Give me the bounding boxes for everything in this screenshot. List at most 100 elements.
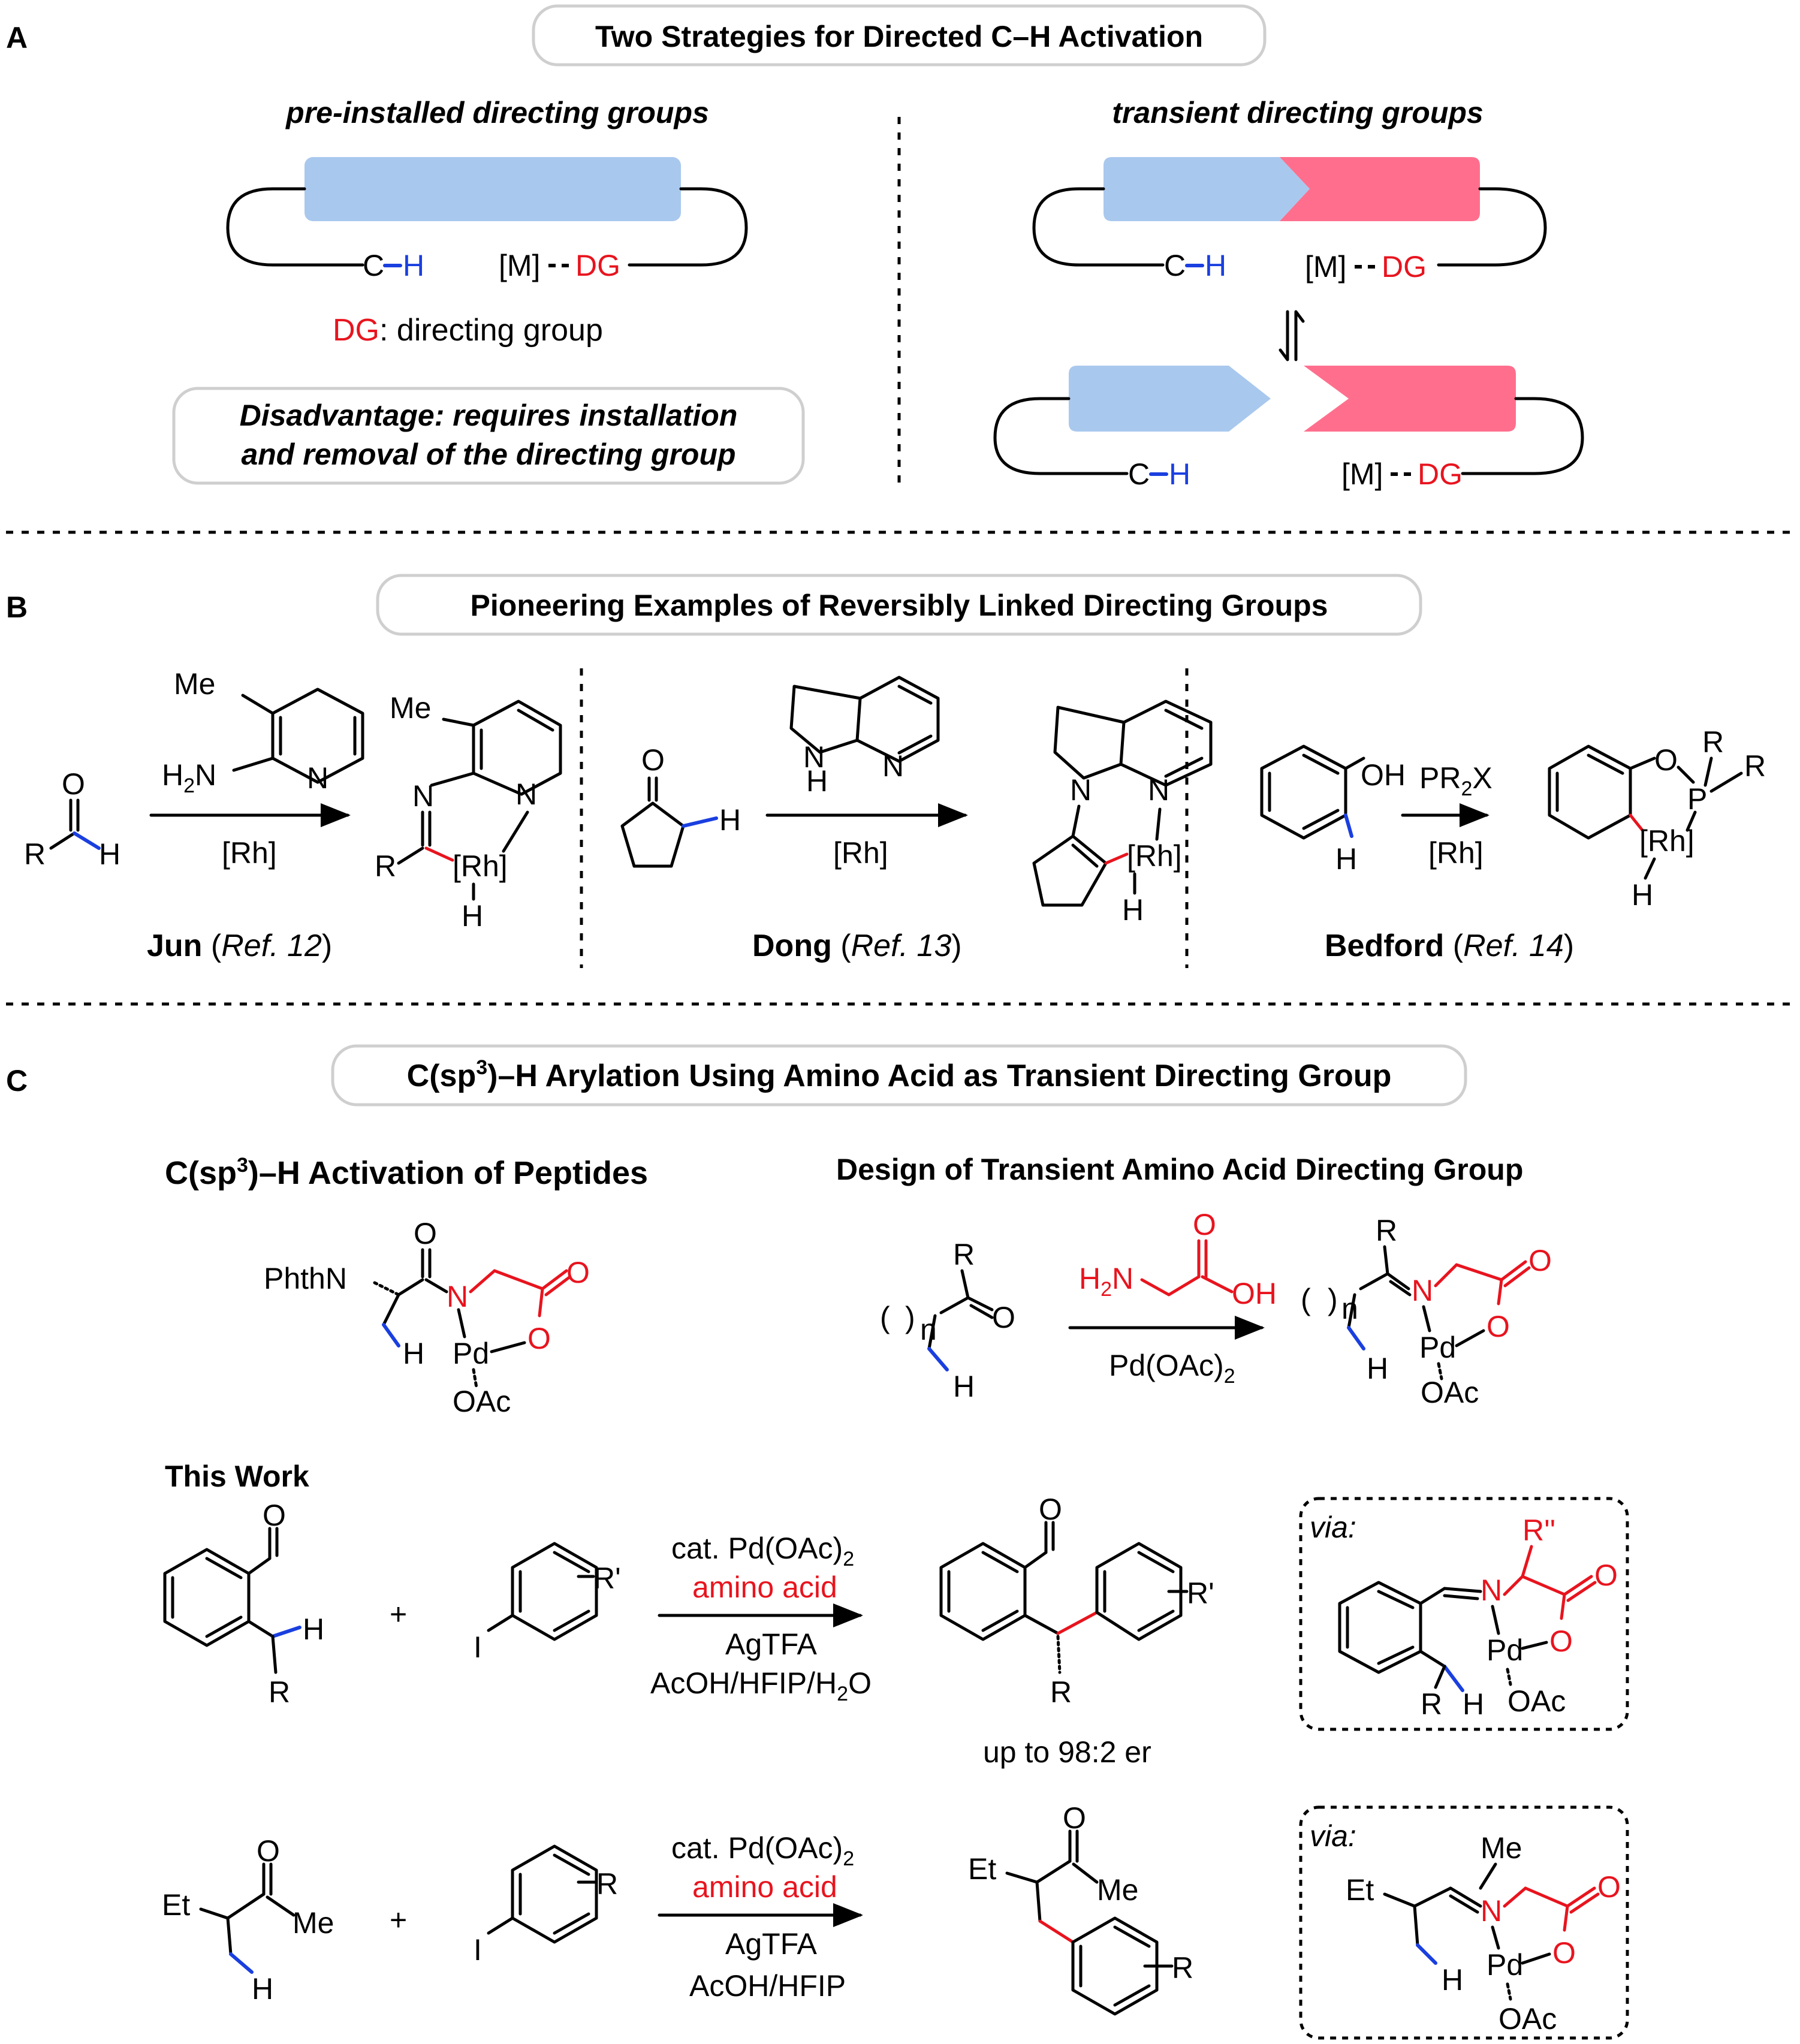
svg-text:O: O bbox=[641, 743, 665, 777]
panel-b-title: Pioneering Examples of Reversibly Linked… bbox=[471, 589, 1328, 622]
svg-text:N: N bbox=[1070, 773, 1092, 807]
dg-chevron-block bbox=[1280, 157, 1480, 221]
svg-text:C: C bbox=[1128, 457, 1150, 491]
svg-text:H: H bbox=[252, 1972, 273, 2006]
svg-text:O: O bbox=[1528, 1244, 1552, 1277]
svg-text:H: H bbox=[806, 764, 828, 798]
svg-text:OAc: OAc bbox=[1507, 1684, 1566, 1718]
svg-text:Me: Me bbox=[293, 1906, 334, 1940]
svg-text:[Rh]: [Rh] bbox=[453, 849, 508, 883]
svg-text:N: N bbox=[412, 779, 434, 813]
svg-text:R: R bbox=[1421, 1687, 1442, 1721]
svg-text:H: H bbox=[462, 899, 483, 933]
dong-scheme: O H N H N [Rh] N N bbox=[620, 676, 1213, 963]
transient-scheme-separated: C H [M] DG bbox=[993, 366, 1584, 491]
svg-text:P: P bbox=[1687, 782, 1707, 816]
svg-text:N: N bbox=[1481, 1894, 1502, 1928]
svg-text:N: N bbox=[447, 1280, 468, 1313]
svg-text:H: H bbox=[1463, 1687, 1484, 1721]
svg-text:H: H bbox=[1442, 1963, 1463, 1997]
via-box-1 bbox=[1299, 1497, 1629, 1731]
svg-text:H: H bbox=[1205, 249, 1226, 282]
svg-text:Pd: Pd bbox=[453, 1337, 489, 1370]
svg-text:I: I bbox=[474, 1933, 482, 1967]
svg-text:DG: DG bbox=[1418, 457, 1463, 491]
svg-text:O: O bbox=[1193, 1208, 1216, 1241]
er-label: up to 98:2 er bbox=[983, 1735, 1151, 1769]
panel-b-title-pill bbox=[376, 574, 1422, 636]
svg-text:N: N bbox=[515, 777, 537, 811]
svg-text:Me: Me bbox=[390, 691, 431, 725]
equilibrium-arrows bbox=[1279, 310, 1305, 361]
dg-note: DG: directing group bbox=[333, 313, 603, 348]
disadvantage-line1: Disadvantage: requires installation bbox=[240, 399, 738, 432]
svg-text:R: R bbox=[1172, 1951, 1193, 1985]
design-scheme: R O ) ( n H H2N O OH Pd(OAc)2 R bbox=[880, 1208, 1552, 1409]
svg-text:O: O bbox=[62, 767, 85, 801]
svg-text:[M]: [M] bbox=[1305, 250, 1346, 284]
svg-text:N: N bbox=[882, 749, 904, 783]
panel-b-letter: B bbox=[6, 590, 28, 624]
svg-text:R: R bbox=[596, 1867, 618, 1901]
svg-text:cat. Pd(OAc)2: cat. Pd(OAc)2 bbox=[671, 1831, 854, 1870]
svg-text:Pd(OAc)2: Pd(OAc)2 bbox=[1109, 1349, 1235, 1388]
svg-text:H2N: H2N bbox=[1079, 1262, 1133, 1301]
panel-a-letter: A bbox=[6, 21, 28, 55]
dg-label: DG bbox=[575, 249, 620, 282]
svg-text:Me: Me bbox=[174, 667, 215, 701]
svg-text:H: H bbox=[1367, 1352, 1388, 1385]
svg-text:N: N bbox=[307, 761, 328, 795]
svg-text:N: N bbox=[1148, 773, 1169, 807]
svg-text:PR2X: PR2X bbox=[1419, 761, 1493, 800]
arylation-scheme-1: O H R + I R' cat. Pd(OAc)2 amino acid Ag… bbox=[163, 1493, 1629, 1769]
svg-text:R': R' bbox=[1187, 1576, 1214, 1610]
svg-text:O: O bbox=[414, 1217, 437, 1250]
svg-text:O: O bbox=[1039, 1493, 1062, 1526]
svg-text:H: H bbox=[1122, 893, 1144, 927]
svg-text:Pd: Pd bbox=[1487, 1948, 1523, 1982]
svg-text:+: + bbox=[390, 1903, 407, 1937]
svg-text:I: I bbox=[474, 1630, 482, 1664]
panel-a-title-pill bbox=[532, 4, 1267, 67]
left-heading: pre-installed directing groups bbox=[285, 96, 709, 129]
svg-text:O: O bbox=[527, 1322, 551, 1355]
metal-label: [M] bbox=[499, 249, 540, 282]
bedford-scheme: OH H PR2X [Rh] O P R R [Rh] H Bedford (R… bbox=[1260, 725, 1766, 963]
svg-text:Me: Me bbox=[1097, 1873, 1138, 1907]
svg-text:O: O bbox=[257, 1834, 280, 1868]
svg-text:[Rh]: [Rh] bbox=[1639, 824, 1695, 858]
disadvantage-line2: and removal of the directing group bbox=[241, 438, 735, 471]
svg-text:[Rh]: [Rh] bbox=[222, 836, 277, 870]
panel-b: B Pioneering Examples of Reversibly Link… bbox=[6, 574, 1766, 968]
panel-c: C C(sp3)–H Arylation Using Amino Acid as… bbox=[6, 1044, 1629, 2040]
svg-text:H2N: H2N bbox=[162, 758, 216, 797]
svg-text:via:: via: bbox=[1310, 1819, 1356, 1853]
svg-text:H: H bbox=[99, 837, 120, 871]
svg-text:AcOH/HFIP: AcOH/HFIP bbox=[689, 1969, 846, 2003]
ch-c: C bbox=[363, 249, 384, 282]
svg-text:R': R' bbox=[593, 1561, 621, 1595]
svg-text:R: R bbox=[269, 1675, 290, 1709]
peptide-structure: PhthN O N O O H Pd OAc bbox=[264, 1217, 590, 1418]
svg-text:C: C bbox=[1164, 249, 1186, 282]
panel-c-title: C(sp3)–H Arylation Using Amino Acid as T… bbox=[407, 1056, 1392, 1093]
transient-scheme-linked: C H [M] DG bbox=[1032, 157, 1547, 284]
svg-text:H: H bbox=[953, 1370, 975, 1403]
svg-text:O: O bbox=[1654, 743, 1678, 777]
svg-text:Et: Et bbox=[162, 1888, 190, 1922]
peptide-heading: C(sp3)–H Activation of Peptides bbox=[165, 1154, 648, 1191]
svg-text:O: O bbox=[1552, 1936, 1576, 1970]
svg-text:): ) bbox=[905, 1301, 915, 1334]
svg-text:[Rh]: [Rh] bbox=[1428, 836, 1484, 870]
svg-text:R'': R'' bbox=[1522, 1514, 1555, 1547]
svg-text:OH: OH bbox=[1361, 758, 1406, 792]
svg-text:N: N bbox=[1481, 1573, 1502, 1607]
svg-text:PhthN: PhthN bbox=[264, 1262, 347, 1295]
svg-text:H: H bbox=[1335, 842, 1357, 876]
svg-text:N: N bbox=[1412, 1274, 1433, 1307]
svg-text:N: N bbox=[803, 740, 825, 774]
jun-attribution: Jun (Ref. 12) bbox=[147, 928, 332, 963]
svg-text:Et: Et bbox=[1346, 1873, 1374, 1907]
right-heading: transient directing groups bbox=[1112, 96, 1484, 129]
